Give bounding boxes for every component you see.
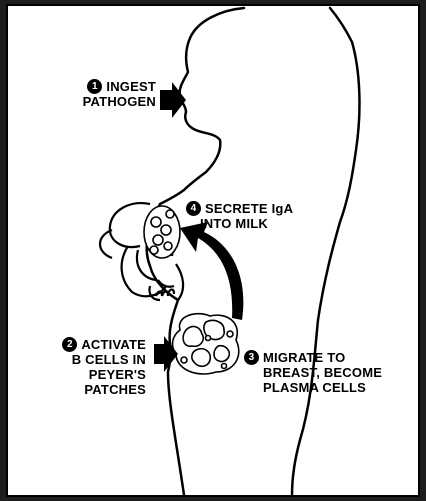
step-3-number-badge: 3 [244,350,259,365]
step-4-number-badge: 4 [186,201,201,216]
step-3-label: 3 MIGRATE TO BREAST, BECOME PLASMA CELLS [244,350,382,395]
step-3-line-3: PLASMA CELLS [244,380,366,395]
step-3-line-1: MIGRATE TO [263,350,345,365]
step-1-line-2: PATHOGEN [83,94,156,109]
mother-body-outline [147,8,360,495]
migration-arrow [180,222,243,320]
intestine-peyers-patches [173,314,239,374]
step-1-label: 1 INGEST PATHOGEN [48,79,156,109]
step-2-line-3: PEYER'S [89,367,146,382]
step-2-number-badge: 2 [62,337,77,352]
step-4-line-2: INTO MILK [186,216,268,231]
step-3-line-2: BREAST, BECOME [244,365,382,380]
step-2-label: 2 ACTIVATE B CELLS IN PEYER'S PATCHES [28,337,146,397]
step-2-line-1: ACTIVATE [81,337,146,352]
step-4-label: 4 SECRETE IgA INTO MILK [186,201,293,231]
breast-gland-cluster [144,206,180,258]
step-4-line-1: SECRETE IgA [205,201,293,216]
step-1-line-1: INGEST [106,79,156,94]
ingest-arrow [160,82,186,118]
step-2-line-2: B CELLS IN [72,352,146,367]
step-2-line-4: PATCHES [84,382,146,397]
step-1-number-badge: 1 [87,79,102,94]
